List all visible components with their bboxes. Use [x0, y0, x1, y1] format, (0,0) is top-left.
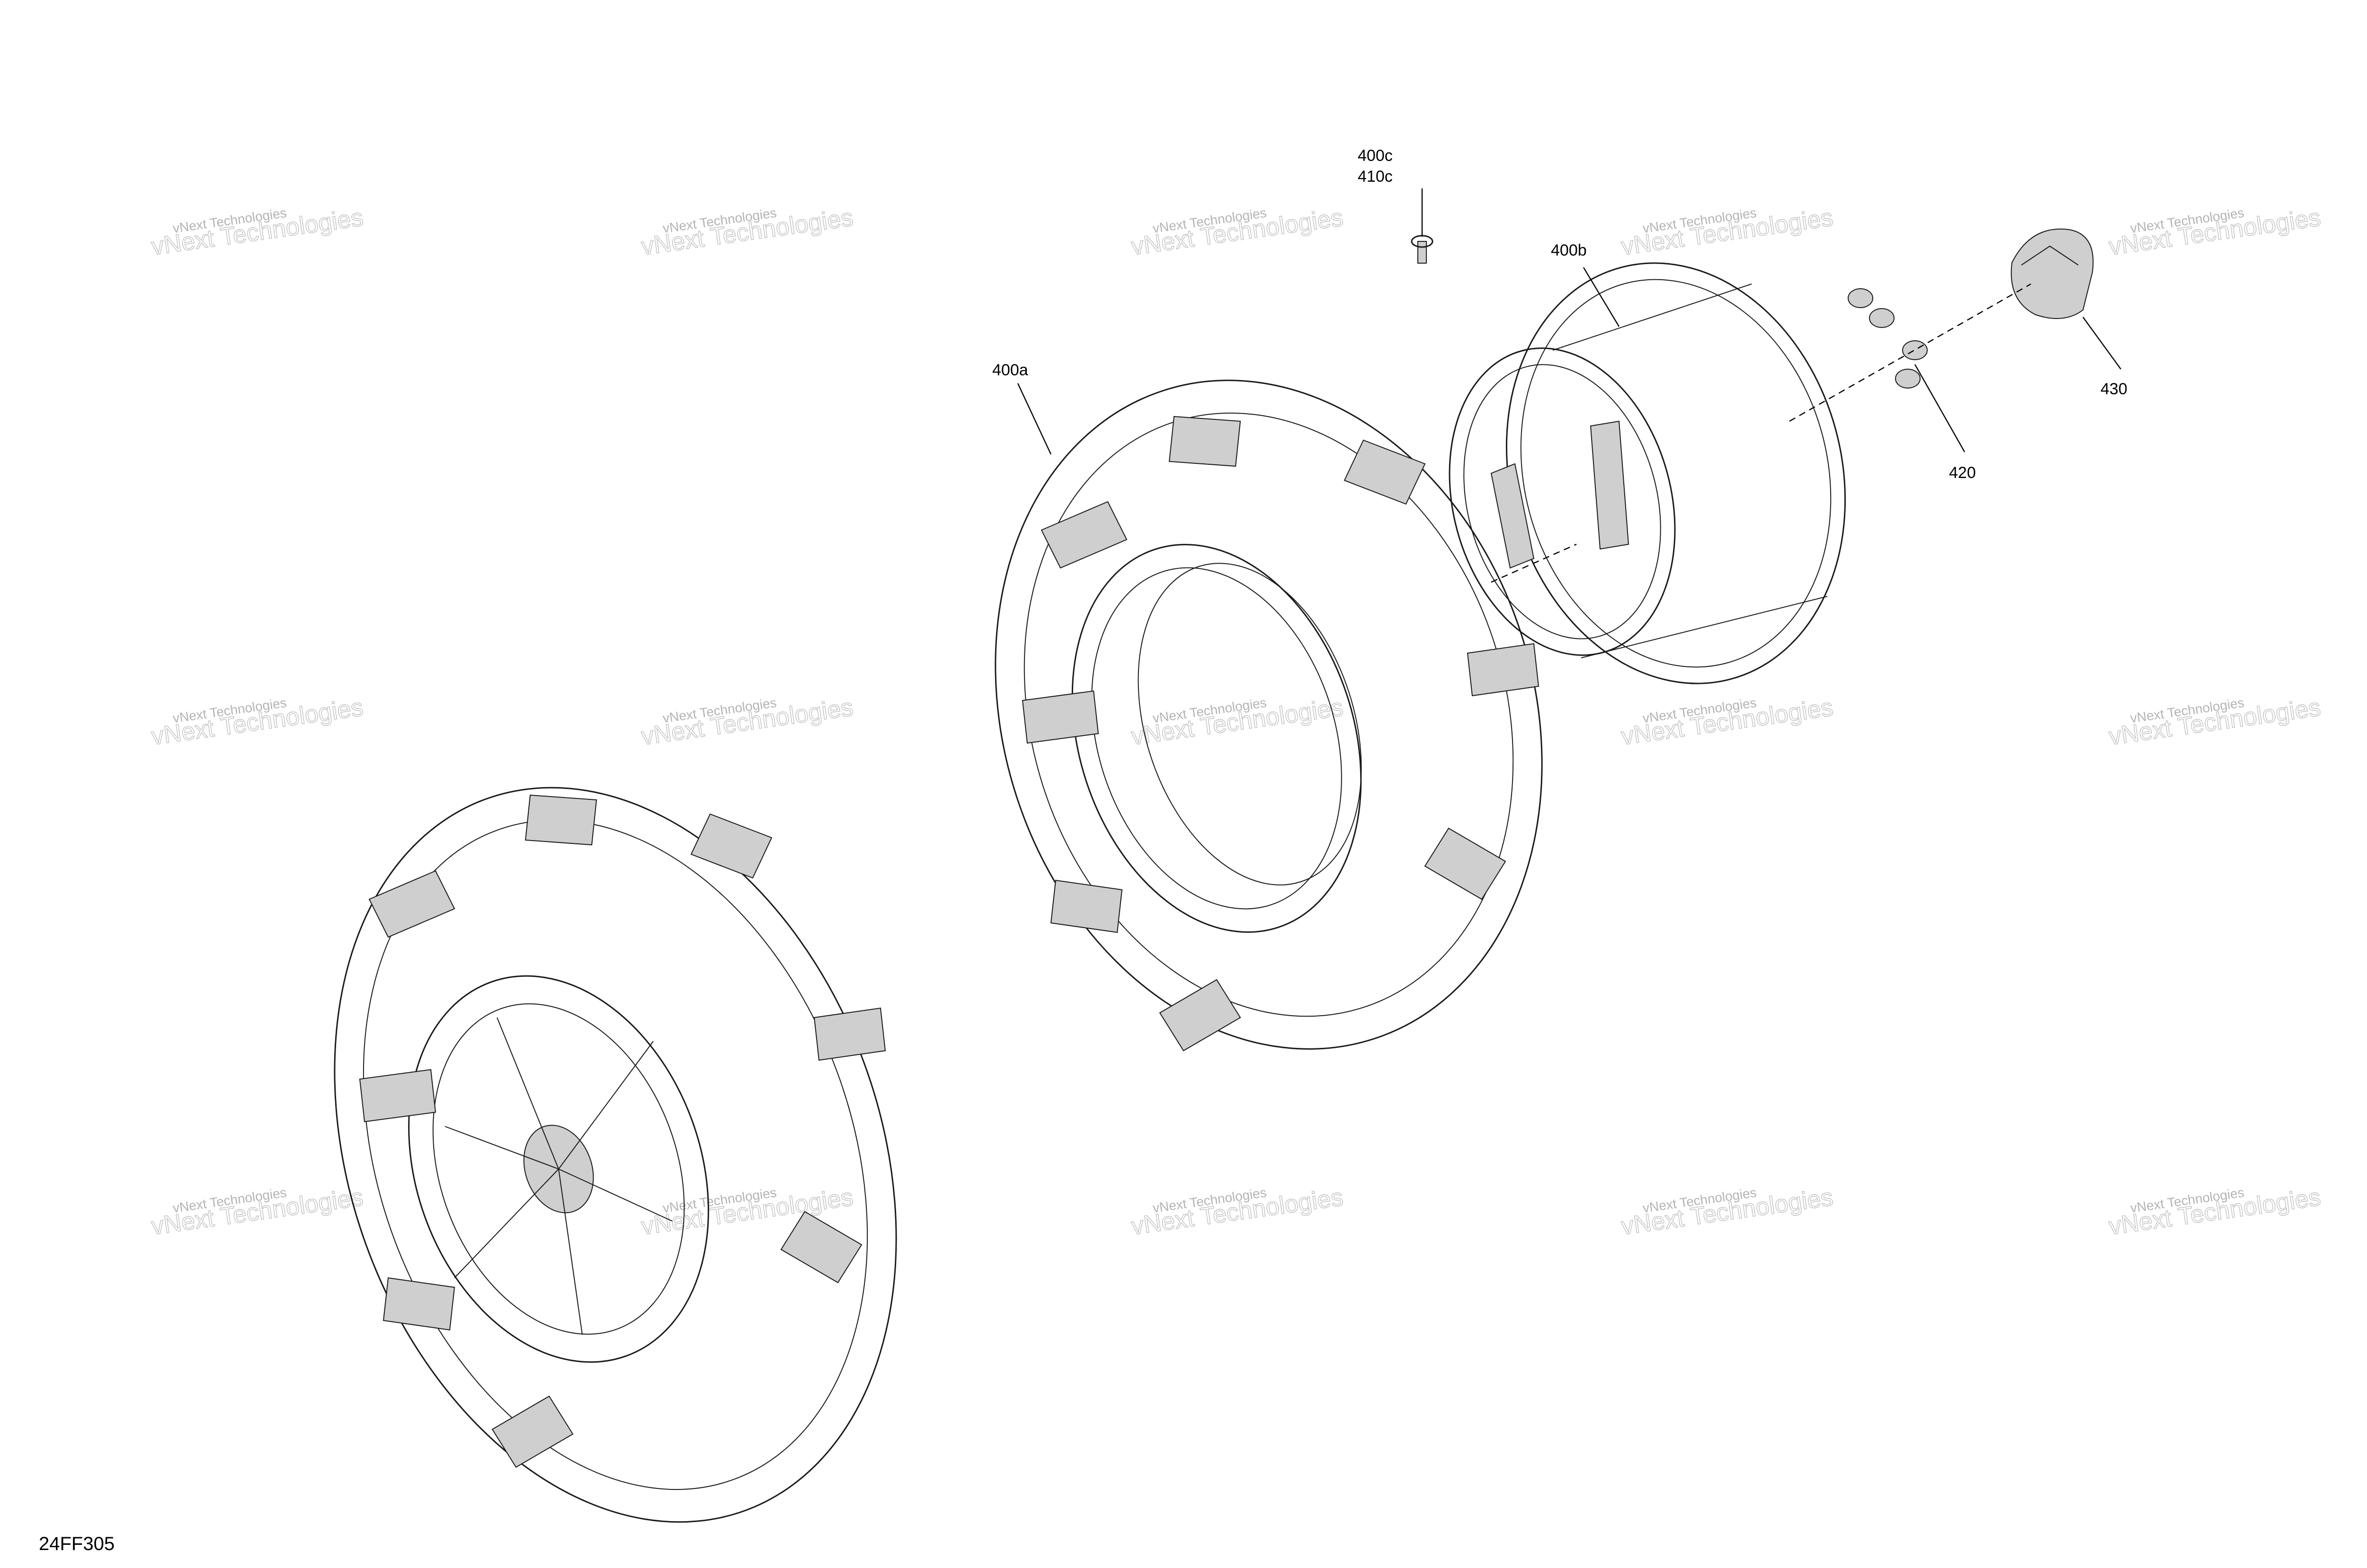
assembled-wheel-illustration: [334, 787, 897, 1523]
center-cap-430-illustration: [2011, 228, 2094, 319]
leader-lines: [1017, 188, 2121, 455]
assembly-axis-line: [1491, 283, 2031, 583]
callout-400a: 400a: [992, 361, 1028, 379]
callout-430: 430: [2100, 380, 2127, 398]
rim-400b-illustration: [1449, 262, 1846, 684]
tire-400a-illustration: [995, 380, 1543, 1052]
figure-id: 24FF305: [39, 1533, 115, 1554]
callout-400c: 400c: [1358, 147, 1393, 165]
callout-410c: 410c: [1358, 168, 1393, 186]
callout-420: 420: [1949, 464, 1976, 482]
lug-nuts-420-illustration: [1848, 288, 1928, 389]
valve-stem-410c-illustration: [1411, 235, 1433, 264]
callout-400b: 400b: [1551, 241, 1587, 259]
